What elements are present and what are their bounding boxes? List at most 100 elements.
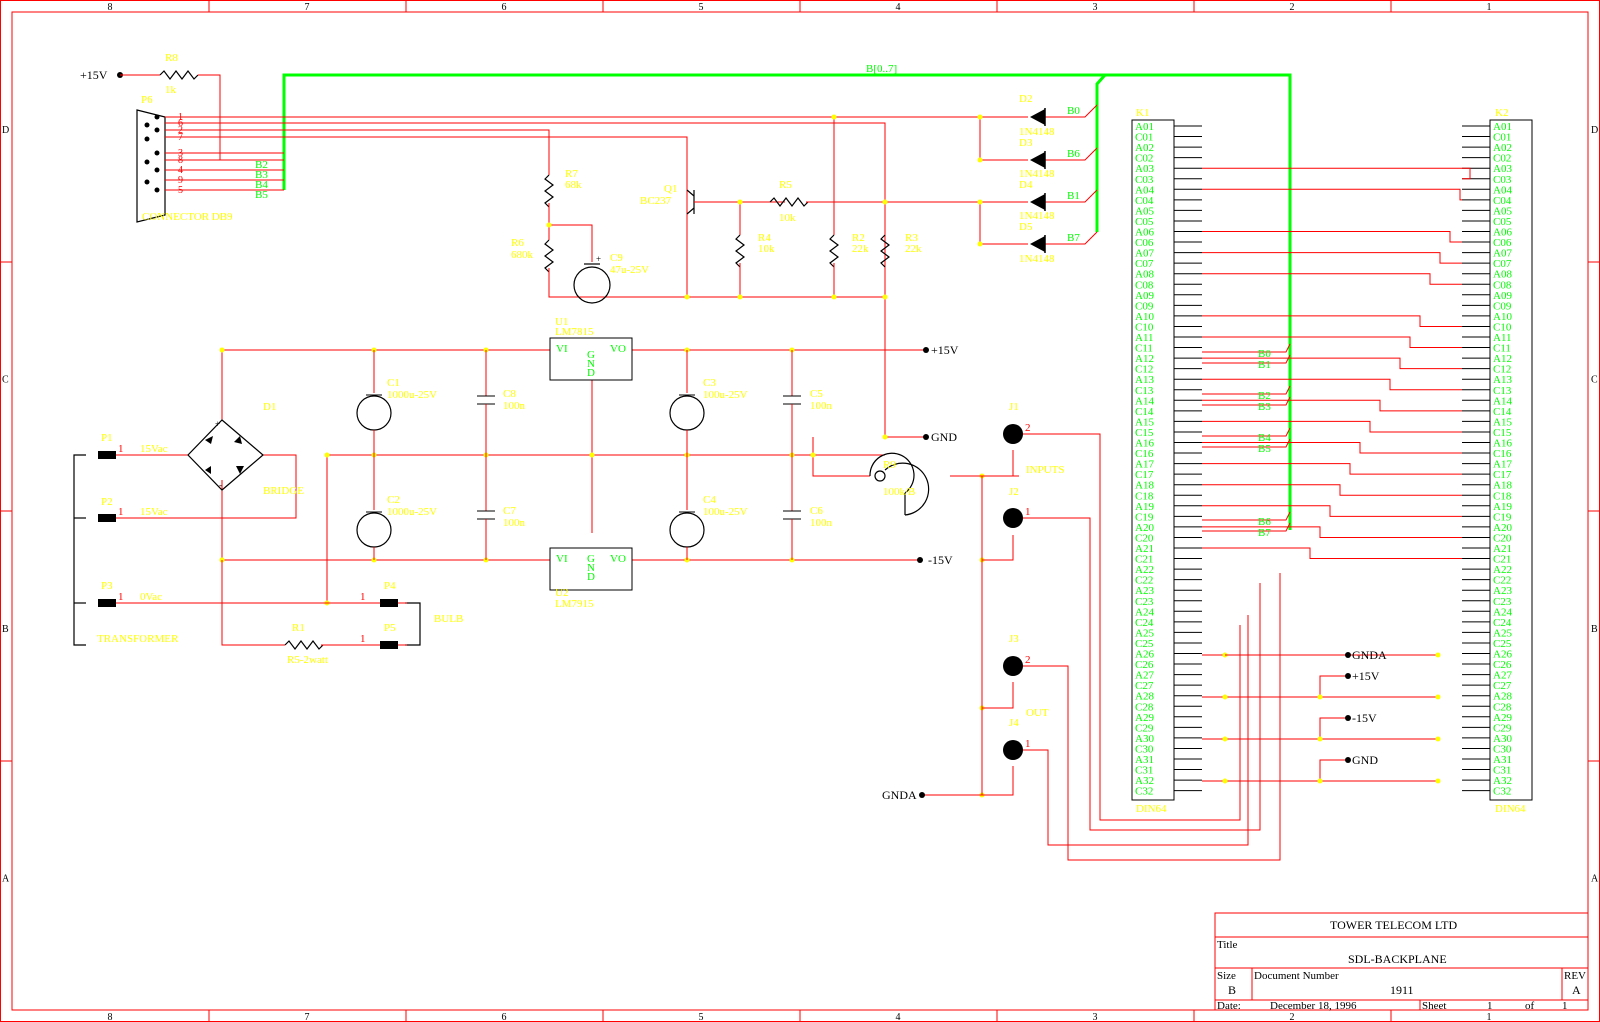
din-pin-label: A24 [1493, 606, 1512, 618]
k-link-wire [1202, 231, 1462, 243]
din-pin-label: C07 [1493, 258, 1512, 270]
junction-dot [1435, 694, 1441, 700]
k2-ref: K2 [1495, 107, 1508, 119]
transformer-label: TRANSFORMER [97, 633, 179, 645]
din-pin-label: C04 [1135, 195, 1154, 207]
k1-k2-links [1202, 167, 1471, 784]
din-pin-label: A09 [1493, 290, 1512, 302]
din-pin-label: C03 [1135, 174, 1154, 186]
din-pin-label: C30 [1135, 743, 1154, 755]
bit-lead [1202, 427, 1291, 437]
c8-val: 100n [503, 400, 526, 412]
frame-col-label-bottom: 5 [699, 1012, 704, 1022]
r7-val: 68k [565, 179, 582, 191]
c2-ref: C2 [387, 494, 400, 506]
p6-ref: P6 [141, 94, 153, 106]
p6-pin-dot [154, 114, 160, 120]
din-pin-label: C31 [1135, 765, 1153, 777]
junction-dot [831, 114, 837, 120]
drawing-title: SDL-BACKPLANE [1348, 952, 1447, 966]
din-pin-label: A01 [1493, 121, 1512, 133]
j1-ref: J1 [1009, 401, 1019, 413]
junction-dot [1222, 736, 1228, 742]
din-pin-label: C27 [1135, 680, 1154, 692]
c7-val: 100n [503, 517, 526, 529]
cap-plates [477, 510, 495, 520]
junction-dot [737, 294, 743, 300]
din-pin-label: C13 [1135, 385, 1154, 397]
din-pin-label: A32 [1493, 775, 1512, 787]
k-link-wire [1202, 420, 1462, 433]
din-pin-label: A12 [1493, 353, 1512, 365]
bridge-minus: - [219, 480, 222, 490]
p6-bit-b3: B3 [255, 169, 268, 181]
junction-dot [1435, 736, 1441, 742]
din-pin-label: A20 [1135, 522, 1154, 534]
r5-val: 10k [779, 212, 796, 224]
din-pin-label: A08 [1135, 269, 1154, 281]
jack-body [1003, 740, 1023, 760]
din-pin-label: C19 [1135, 511, 1154, 523]
p6-pin-dot [144, 122, 150, 128]
u2-regulator: VI VO G N D U2 LM7915 [549, 547, 633, 610]
title-label: Title [1217, 939, 1238, 951]
r2-ref: R2 [852, 232, 865, 244]
r6-val: 680k [511, 249, 534, 261]
cap-plates [783, 510, 801, 520]
r6-resistor: R6 680k [511, 225, 885, 298]
frame-col-label-top: 1 [1487, 2, 1492, 13]
junction-dot [977, 157, 983, 163]
k1-bit-labels: B0 B1 B2 B3 B4 B5 B6 B7 [1258, 348, 1271, 539]
din-pin-label: A18 [1493, 480, 1512, 492]
junction-dot [737, 199, 743, 205]
r9-val: 100k/B [883, 486, 915, 498]
r-gnda-label: GNDA [1352, 648, 1387, 662]
k2-name: DIN64 [1495, 803, 1526, 815]
din-pin-label: C28 [1493, 701, 1512, 713]
din-pin-label: C14 [1493, 406, 1512, 418]
din-pin-label: C31 [1493, 765, 1511, 777]
rev-value: A [1572, 983, 1581, 997]
cap-body [669, 395, 705, 431]
u1-val: LM7815 [555, 326, 594, 338]
din-pin-label: C29 [1493, 722, 1512, 734]
din-pin-label: A26 [1135, 649, 1154, 661]
din-pin-label: A06 [1493, 227, 1512, 239]
p6-bit-labels: B2 B3 B4 B5 [255, 159, 268, 201]
junction-dot [1317, 736, 1323, 742]
r7-ref: R7 [565, 168, 578, 180]
j4-pin: 1 [1025, 738, 1031, 750]
k-link-wire [1202, 526, 1462, 538]
din-pin-label: C18 [1135, 490, 1154, 502]
bit-lead [1202, 385, 1291, 395]
jack-body [1003, 424, 1023, 444]
din-pin-label: C15 [1135, 427, 1154, 439]
frame-row-label-right: B [1591, 624, 1598, 635]
d5-bit: B7 [1067, 232, 1080, 244]
din-pin-label: C24 [1135, 617, 1154, 629]
din-pin-label: C15 [1493, 427, 1512, 439]
k1-bit-b7: B7 [1258, 527, 1271, 539]
k2-pins: A01C01A02C02A03C03A04C04A05C05A06C06A07C… [1462, 121, 1512, 798]
din-pin-label: A11 [1493, 332, 1512, 344]
din-pin-label: C05 [1493, 216, 1512, 228]
c3-ref: C3 [703, 377, 716, 389]
din-pin-label: C17 [1135, 469, 1154, 481]
junction-dot [1317, 778, 1323, 784]
diode-triangle [1030, 194, 1045, 210]
u2-vo: VO [610, 553, 626, 565]
junction-dot [882, 434, 888, 440]
din-pin-label: A08 [1493, 269, 1512, 281]
din-pin-label: A10 [1493, 311, 1512, 323]
din-pin-label: A20 [1493, 522, 1512, 534]
p2-label: 15Vac [140, 506, 168, 518]
r9-potentiometer: 100k/B R9 [869, 452, 1019, 516]
din-pin-label: A32 [1135, 775, 1154, 787]
k-link-wire [1202, 315, 1462, 327]
j3-ref: J3 [1009, 633, 1019, 645]
p15-top-label: +15V [80, 68, 108, 82]
din-pin-label: C24 [1493, 617, 1512, 629]
din-pin-label: A12 [1135, 353, 1154, 365]
bit-lead [1202, 511, 1291, 521]
din-pin-label: C08 [1135, 279, 1154, 291]
